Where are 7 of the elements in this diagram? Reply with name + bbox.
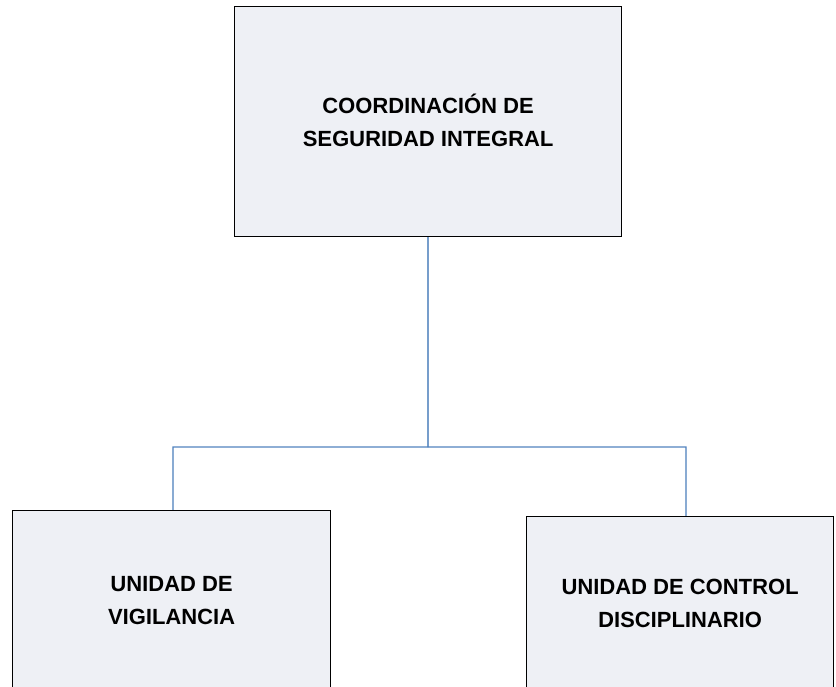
box-title: UNIDAD DE VIGILANCIA	[106, 570, 236, 631]
box-title: UNIDAD DE CONTROL DISCIPLINARIO	[560, 573, 800, 634]
box-title: COORDINACIÓN DE SEGURIDAD INTEGRAL	[302, 92, 554, 152]
org-box	[526, 516, 834, 687]
org-box	[234, 6, 622, 237]
org-box	[12, 510, 331, 687]
connector-line	[427, 237, 687, 516]
